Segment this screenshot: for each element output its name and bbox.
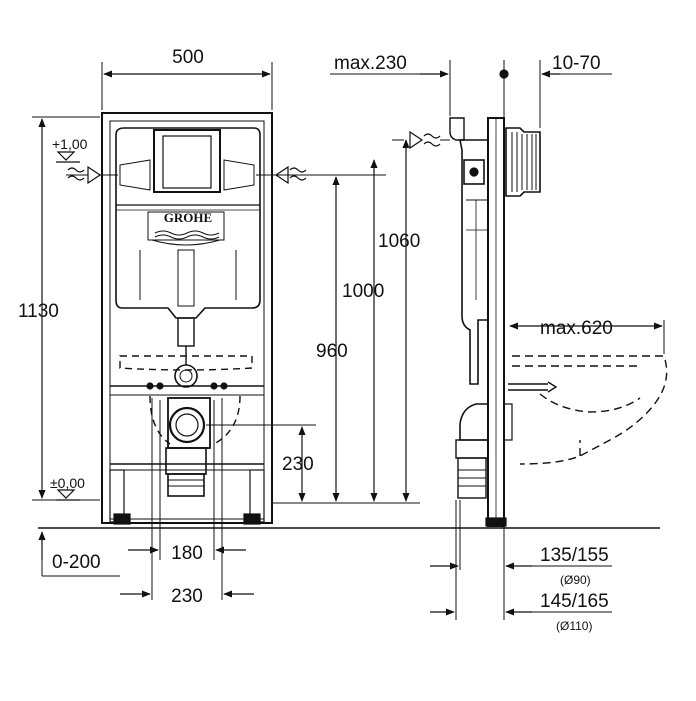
dim-1060: 1060	[378, 231, 420, 252]
dim-0-200: 0-200	[52, 552, 101, 573]
bowl-side-outline	[512, 355, 668, 465]
water-inlet-left	[66, 165, 118, 185]
dim-145-165-diameter: (Ø110)	[556, 619, 592, 633]
dim-max-620: max.620	[540, 318, 613, 339]
drain-outlet	[165, 397, 211, 497]
dim-145-165: 145/165	[540, 591, 609, 612]
level-top-label: +1,00	[52, 136, 88, 152]
front-frame	[101, 112, 273, 525]
grohe-logo: GROHE	[164, 210, 212, 225]
level-marker-top	[56, 151, 80, 163]
dim-960: 960	[316, 341, 348, 362]
dim-width-500: 500	[172, 47, 204, 68]
side-frame	[449, 117, 541, 527]
bowl-outline	[119, 355, 253, 445]
dim-10-70: 10-70	[552, 53, 601, 74]
dim-135-155-diameter: (Ø90)	[560, 573, 591, 587]
level-marker-bottom	[56, 489, 80, 501]
cistern	[115, 127, 261, 388]
dim-230-width: 230	[171, 586, 203, 607]
water-inlet-side	[392, 130, 450, 150]
level-bottom-label: ±0,00	[50, 475, 85, 491]
dim-max-230: max.230	[334, 53, 407, 74]
dim-height-1130: 1130	[18, 301, 59, 322]
dim-230-height: 230	[282, 454, 314, 475]
support-bolt	[508, 381, 558, 393]
dim-180: 180	[171, 543, 203, 564]
dim-135-155: 135/155	[540, 545, 609, 566]
dim-1000: 1000	[342, 281, 384, 302]
